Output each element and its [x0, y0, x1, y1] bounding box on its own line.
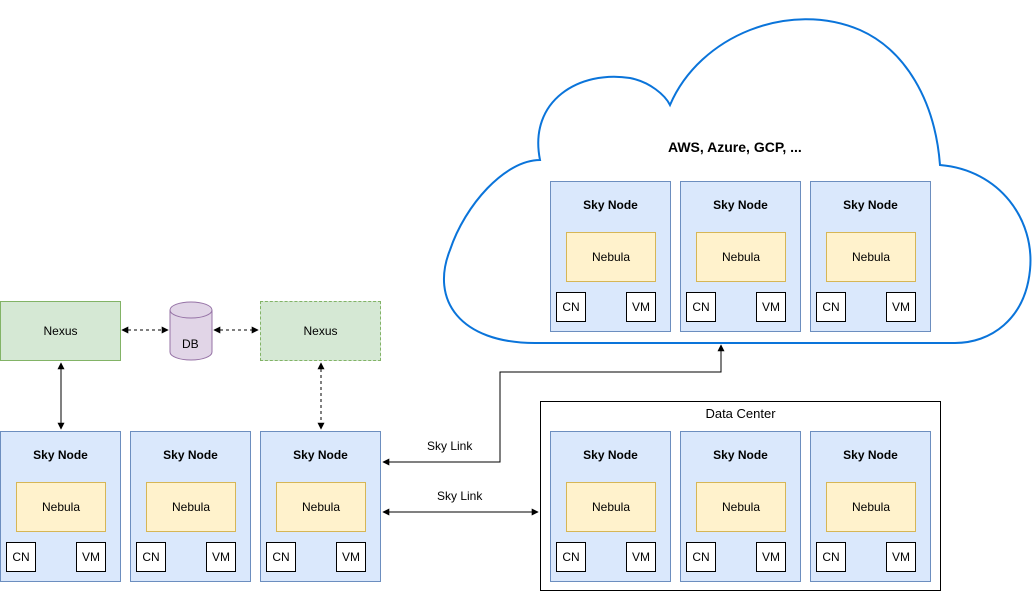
cn-box[interactable]: CN [816, 542, 846, 572]
local-sky-node-2[interactable]: Sky Node Nebula CN VM [130, 431, 251, 582]
sky-node-title: Sky Node [583, 448, 638, 462]
sky-node-title: Sky Node [583, 198, 638, 212]
nebula-box[interactable]: Nebula [276, 482, 366, 532]
db-label: DB [182, 337, 199, 351]
vm-box[interactable]: VM [626, 292, 656, 322]
cn-box[interactable]: CN [6, 542, 36, 572]
cn-box[interactable]: CN [816, 292, 846, 322]
cn-box[interactable]: CN [556, 542, 586, 572]
sky-node-title: Sky Node [293, 448, 348, 462]
sky-node-title: Sky Node [713, 198, 768, 212]
dc-sky-node-1[interactable]: Sky Node Nebula CN VM [550, 431, 671, 582]
local-sky-node-3[interactable]: Sky Node Nebula CN VM [260, 431, 381, 582]
nebula-box[interactable]: Nebula [146, 482, 236, 532]
cn-box[interactable]: CN [136, 542, 166, 572]
sky-link-cloud [382, 344, 725, 466]
sky-node-title: Sky Node [713, 448, 768, 462]
sky-node-title: Sky Node [843, 198, 898, 212]
dc-sky-node-2[interactable]: Sky Node Nebula CN VM [680, 431, 801, 582]
sky-node-title: Sky Node [843, 448, 898, 462]
data-center-title: Data Center [705, 406, 776, 421]
nebula-box[interactable]: Nebula [566, 482, 656, 532]
db-cylinder [169, 301, 213, 361]
nebula-box[interactable]: Nebula [826, 232, 916, 282]
vm-box[interactable]: VM [756, 292, 786, 322]
cloud-sky-node-1[interactable]: Sky Node Nebula CN VM [550, 181, 671, 332]
nebula-box[interactable]: Nebula [826, 482, 916, 532]
sky-link-label-lower: Sky Link [437, 489, 483, 503]
vm-box[interactable]: VM [336, 542, 366, 572]
cn-box[interactable]: CN [686, 542, 716, 572]
nexus-box-left[interactable]: Nexus [0, 301, 121, 361]
cloud-sky-node-2[interactable]: Sky Node Nebula CN VM [680, 181, 801, 332]
cn-box[interactable]: CN [556, 292, 586, 322]
cloud-title: AWS, Azure, GCP, ... [668, 139, 802, 155]
local-sky-node-1[interactable]: Sky Node Nebula CN VM [0, 431, 121, 582]
sky-node-title: Sky Node [33, 448, 88, 462]
vm-box[interactable]: VM [206, 542, 236, 572]
cn-box[interactable]: CN [266, 542, 296, 572]
dc-sky-node-3[interactable]: Sky Node Nebula CN VM [810, 431, 931, 582]
sky-node-title: Sky Node [163, 448, 218, 462]
nebula-box[interactable]: Nebula [696, 482, 786, 532]
vm-box[interactable]: VM [886, 542, 916, 572]
nebula-box[interactable]: Nebula [696, 232, 786, 282]
vm-box[interactable]: VM [626, 542, 656, 572]
nebula-box[interactable]: Nebula [16, 482, 106, 532]
nexus-box-right[interactable]: Nexus [260, 301, 381, 361]
cloud-sky-node-3[interactable]: Sky Node Nebula CN VM [810, 181, 931, 332]
cn-box[interactable]: CN [686, 292, 716, 322]
vm-box[interactable]: VM [886, 292, 916, 322]
sky-link-label-upper: Sky Link [427, 439, 473, 453]
vm-box[interactable]: VM [756, 542, 786, 572]
vm-box[interactable]: VM [76, 542, 106, 572]
nebula-box[interactable]: Nebula [566, 232, 656, 282]
